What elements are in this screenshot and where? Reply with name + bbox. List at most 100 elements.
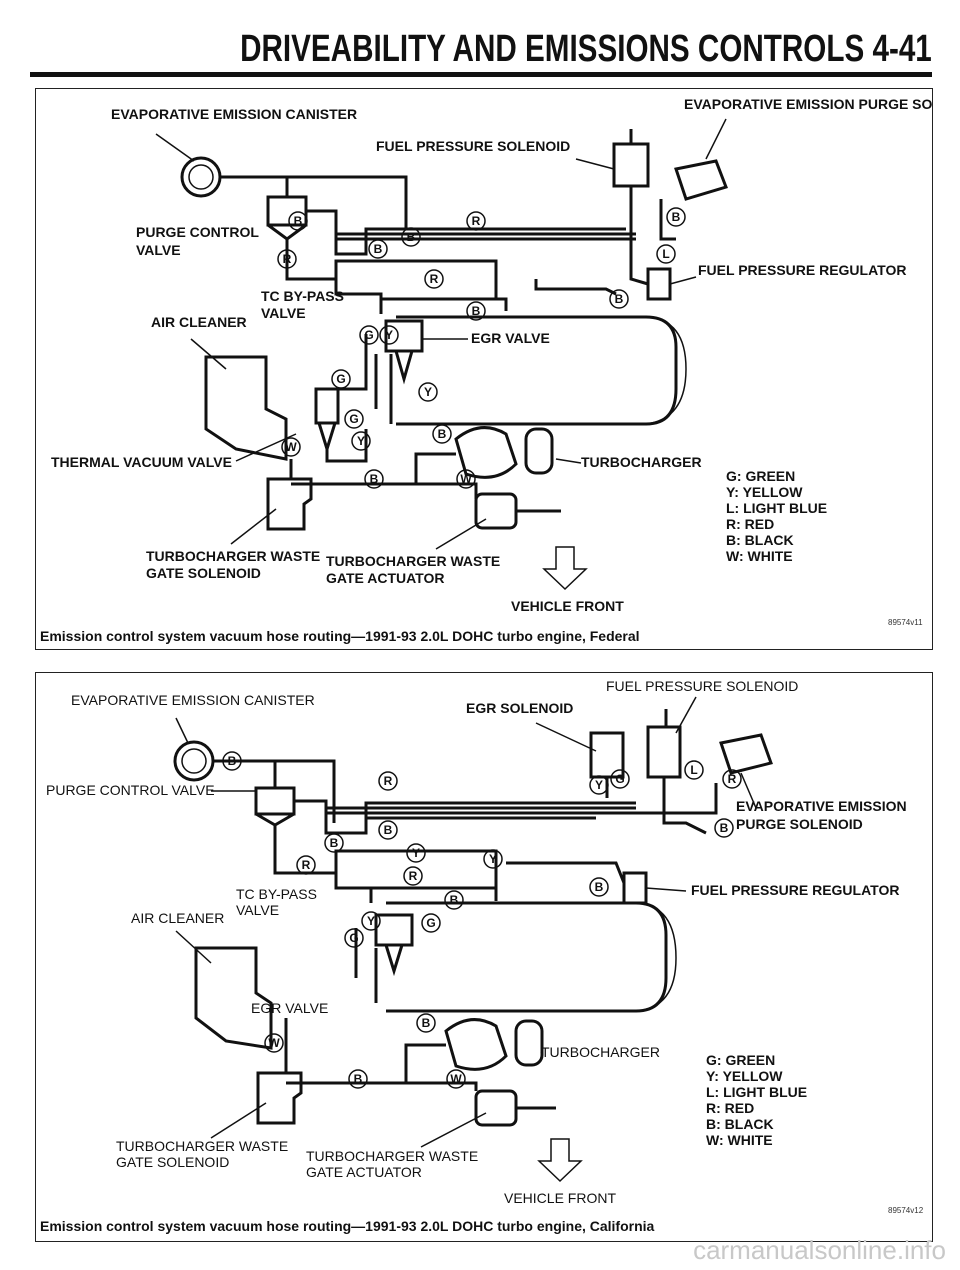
- hose-badge-b: B: [589, 877, 609, 897]
- hose-badge-b: B: [222, 751, 242, 771]
- turbocharger-icon: [454, 426, 582, 479]
- intake-plenum-icon: [396, 315, 687, 426]
- wastegate-actuator-icon: [420, 1089, 556, 1148]
- label-tc-bypass: TC BY-PASS: [236, 886, 317, 902]
- label-fuel-pressure-solenoid: FUEL PRESSURE SOLENOID: [606, 678, 798, 694]
- hose-badge-y: Y: [361, 911, 381, 931]
- diagram-california: EVAPORATIVE EMISSION CANISTER FUEL PRESS…: [35, 672, 933, 1242]
- label-purge-valve: PURGE CONTROL VALVE: [46, 782, 215, 798]
- label-egr-valve: EGR VALVE: [251, 1000, 328, 1016]
- hose-badge-w: W: [264, 1033, 284, 1053]
- label-tc-bypass-2: VALVE: [261, 305, 306, 321]
- fuel-pressure-solenoid-icon: [646, 696, 697, 779]
- svg-text:R: R: [409, 869, 418, 883]
- page-title: DRIVEABILITY AND EMISSIONS CONTROLS 4-41: [240, 28, 932, 70]
- label-wg-solenoid-2: GATE SOLENOID: [146, 565, 261, 581]
- figure-caption: Emission control system vacuum hose rout…: [40, 628, 640, 644]
- svg-text:B: B: [450, 893, 459, 907]
- svg-text:R: R: [430, 272, 439, 286]
- hose-badge-r: R: [277, 249, 297, 269]
- label-egr-valve: EGR VALVE: [471, 330, 550, 346]
- svg-text:B: B: [370, 472, 379, 486]
- hose-badge-y: Y: [589, 775, 609, 795]
- color-legend: G: GREEN Y: YELLOW L: LIGHT BLUE R: RED …: [726, 468, 827, 564]
- hose-badge-r: R: [424, 269, 444, 289]
- vacuum-hoses: [273, 759, 718, 1091]
- hose-badge-b: B: [416, 1013, 436, 1033]
- hose-badge-y: Y: [483, 849, 503, 869]
- svg-text:B: B: [330, 836, 339, 850]
- diagram-federal-svg: EVAPORATIVE EMISSION CANISTER EVAPORATIV…: [40, 96, 932, 644]
- hose-badge-l: L: [656, 244, 676, 264]
- legend-entry: L: LIGHT BLUE: [726, 500, 827, 516]
- vacuum-hoses: [285, 175, 676, 499]
- header-rule: [30, 72, 932, 77]
- label-turbocharger: TURBOCHARGER: [581, 454, 702, 470]
- svg-text:B: B: [228, 754, 237, 768]
- legend-entry: G: GREEN: [726, 468, 795, 484]
- legend-entry: W: WHITE: [706, 1132, 773, 1148]
- svg-text:B: B: [422, 1016, 431, 1030]
- svg-text:W: W: [285, 440, 297, 454]
- label-fuel-pressure-regulator: FUEL PRESSURE REGULATOR: [698, 262, 906, 278]
- svg-text:Y: Y: [412, 846, 420, 860]
- hose-badge-l: L: [684, 760, 704, 780]
- hose-badge-b: B: [714, 818, 734, 838]
- hose-badge-r: R: [378, 771, 398, 791]
- hose-badge-b: B: [466, 301, 486, 321]
- label-wg-actuator: TURBOCHARGER WASTE: [306, 1148, 478, 1164]
- hose-badge-b: B: [368, 239, 388, 259]
- fuel-pressure-regulator-icon: [646, 267, 697, 301]
- hose-badge-y: Y: [418, 382, 438, 402]
- svg-text:B: B: [472, 304, 481, 318]
- purge-solenoid-icon: [719, 733, 773, 809]
- label-purge-valve: PURGE CONTROL: [136, 224, 259, 240]
- svg-text:G: G: [426, 916, 435, 930]
- svg-text:B: B: [354, 1072, 363, 1086]
- label-wg-solenoid: TURBOCHARGER WASTE: [116, 1138, 288, 1154]
- fuel-pressure-solenoid-icon: [575, 129, 650, 188]
- svg-text:B: B: [438, 427, 447, 441]
- hose-badge-y: Y: [351, 431, 371, 451]
- hose-badge-g: G: [610, 769, 630, 789]
- svg-text:W: W: [450, 1072, 462, 1086]
- label-wg-actuator-2: GATE ACTUATOR: [306, 1164, 422, 1180]
- label-vehicle-front: VEHICLE FRONT: [504, 1190, 616, 1206]
- label-purge-valve-2: VALVE: [136, 242, 181, 258]
- label-fuel-pressure-solenoid: FUEL PRESSURE SOLENOID: [376, 138, 570, 154]
- hose-badge-b: B: [364, 469, 384, 489]
- hose-badge-b: B: [288, 211, 308, 231]
- hose-color-badges: B R B B R Y Y R Y G L R B B B G Y G B W …: [222, 751, 742, 1089]
- label-purge-solenoid: EVAPORATIVE EMISSION: [736, 798, 907, 814]
- legend-entry: L: LIGHT BLUE: [706, 1084, 807, 1100]
- svg-text:B: B: [384, 823, 393, 837]
- purge-control-valve-icon: [211, 759, 296, 827]
- svg-text:R: R: [384, 774, 393, 788]
- label-air-cleaner: AIR CLEANER: [151, 314, 247, 330]
- svg-text:G: G: [336, 372, 345, 386]
- svg-text:B: B: [407, 230, 416, 244]
- label-purge-solenoid-2: PURGE SOLENOID: [736, 816, 863, 832]
- hose-badge-r: R: [466, 211, 486, 231]
- svg-text:W: W: [460, 472, 472, 486]
- svg-text:R: R: [728, 772, 737, 786]
- label-canister: EVAPORATIVE EMISSION CANISTER: [111, 106, 357, 122]
- svg-text:R: R: [472, 214, 481, 228]
- figure-id: 89574v12: [888, 1206, 924, 1215]
- egr-valve-icon: [384, 319, 468, 385]
- hose-badge-r: R: [722, 769, 742, 789]
- svg-text:G: G: [615, 772, 624, 786]
- legend-entry: Y: YELLOW: [726, 484, 803, 500]
- hose-badge-b: B: [324, 833, 344, 853]
- egr-valve-icon: [374, 913, 414, 977]
- canister-icon: [155, 133, 222, 198]
- hose-badge-r: R: [403, 866, 423, 886]
- svg-text:B: B: [595, 880, 604, 894]
- svg-text:L: L: [662, 247, 669, 261]
- label-wg-actuator: TURBOCHARGER WASTE: [326, 553, 500, 569]
- legend-entry: B: BLACK: [706, 1116, 774, 1132]
- label-tc-bypass: TC BY-PASS: [261, 288, 344, 304]
- color-legend: G: GREEN Y: YELLOW L: LIGHT BLUE R: RED …: [706, 1052, 807, 1148]
- hose-badge-r: R: [296, 855, 316, 875]
- hose-badge-g: G: [331, 369, 351, 389]
